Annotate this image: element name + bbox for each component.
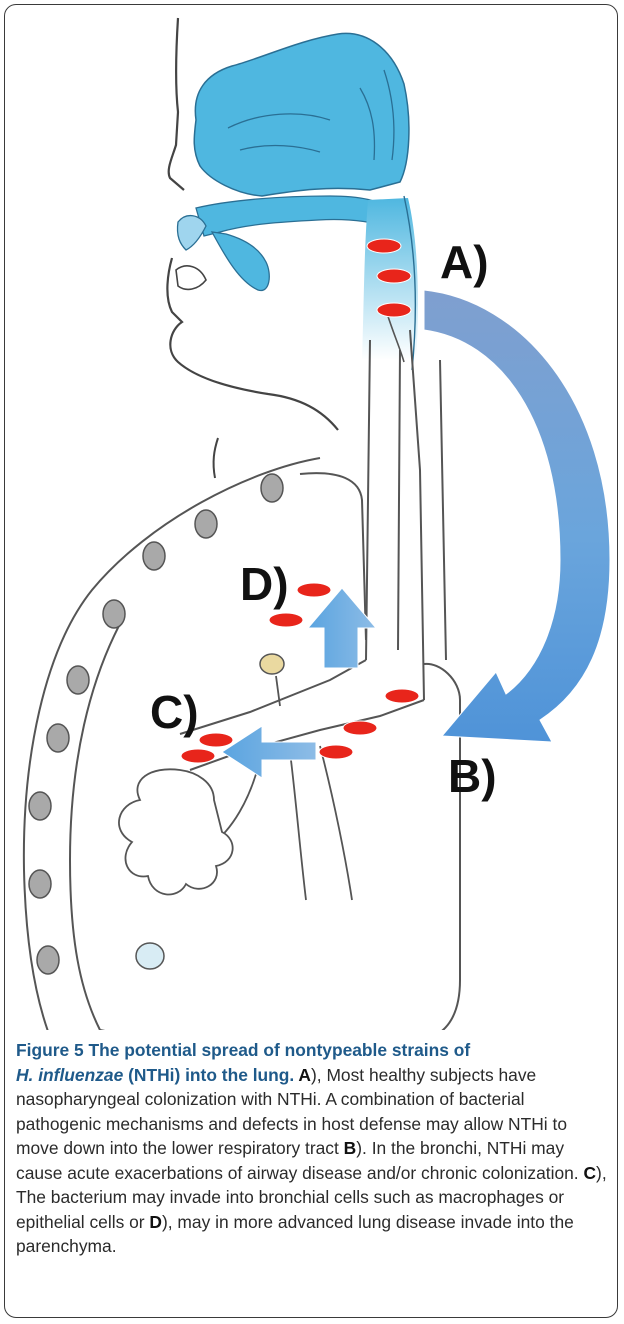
bacterium: [199, 733, 233, 747]
rib: [47, 724, 69, 752]
bacterium: [377, 269, 411, 283]
chin-neck-outline: [214, 438, 218, 478]
bacterium: [297, 583, 331, 597]
caption-title-part-3: (NTHi) into the lung.: [123, 1065, 298, 1085]
bacterium: [367, 239, 401, 253]
label-c: C): [150, 686, 199, 738]
label-b: B): [448, 750, 497, 802]
caption-ref-d: D: [149, 1212, 162, 1232]
label-d: D): [240, 558, 289, 610]
caption-ref-a: A: [298, 1065, 311, 1085]
rib: [143, 542, 165, 570]
rib: [29, 792, 51, 820]
rib: [261, 474, 283, 502]
label-a: A): [440, 236, 489, 288]
rib: [37, 946, 59, 974]
bronchiole-branches: [210, 746, 352, 900]
bacterium: [377, 303, 411, 317]
bacterium: [269, 613, 303, 627]
bacterium: [181, 749, 215, 763]
alveoli-cluster: [119, 769, 233, 894]
lips: [177, 216, 206, 250]
bacterium: [385, 689, 419, 703]
figure-illustration: A) B) C) D): [0, 0, 624, 1030]
rib: [103, 600, 125, 628]
bacterium: [343, 721, 377, 735]
tongue: [212, 232, 269, 291]
lower-lip: [176, 266, 206, 289]
bacterium: [319, 745, 353, 759]
macrophage: [260, 654, 284, 674]
trachea: [366, 330, 424, 700]
figure-caption: Figure 5 The potential spread of nontype…: [16, 1038, 612, 1259]
rib: [29, 870, 51, 898]
alveolus-blue: [136, 943, 164, 969]
caption-title-part-1: Figure 5 The potential spread of nontype…: [16, 1040, 470, 1060]
caption-species-name: H. influenzae: [16, 1065, 123, 1085]
spread-arrow-large: [424, 290, 610, 742]
caption-ref-c: C: [583, 1163, 596, 1183]
caption-ref-b: B: [344, 1138, 357, 1158]
arrow-to-c: [222, 726, 316, 778]
rib: [195, 510, 217, 538]
rib: [67, 666, 89, 694]
